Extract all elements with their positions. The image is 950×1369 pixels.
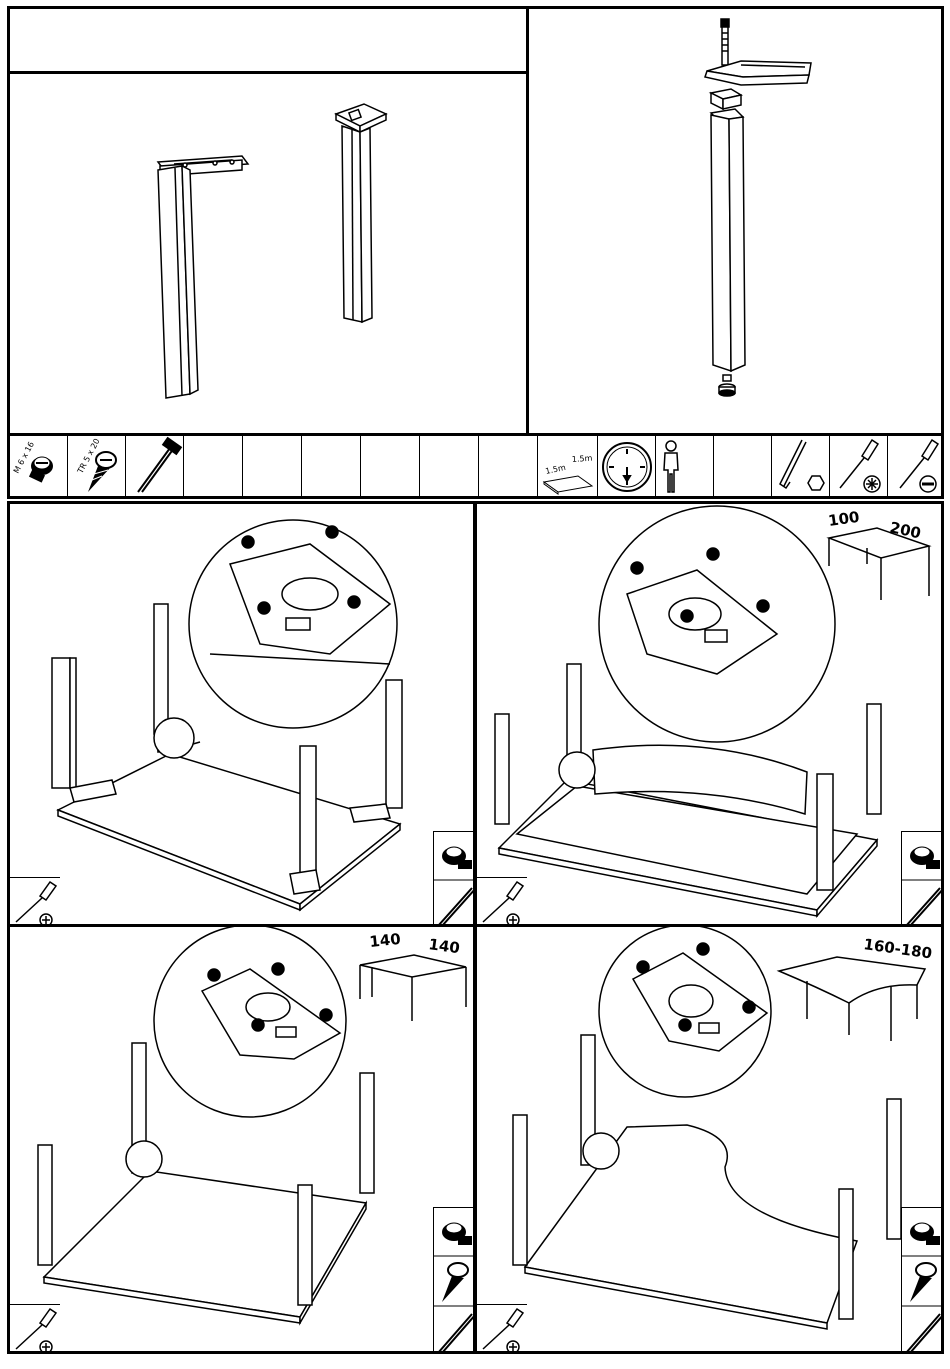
dim-square-a: 140 (369, 930, 402, 951)
screwdriver-icon (16, 882, 56, 926)
step-rectangular-desk-b: 100 200 (474, 501, 944, 927)
screwdriver-icon (483, 882, 523, 926)
step-a-illustration (10, 504, 476, 927)
bolt-icon (442, 847, 472, 869)
step-square-desk: 140 140 (7, 924, 476, 1354)
dim-width: 100 (827, 508, 861, 530)
step-c-illustration: 140 140 (10, 927, 476, 1354)
wood-screw-icon (442, 1263, 468, 1302)
hardware-corner-d (901, 1207, 944, 1354)
leg-with-bracket (158, 156, 248, 398)
bolt-icon (910, 847, 940, 869)
leg-with-plate (336, 104, 386, 322)
space-dim-b: 1.5m (572, 454, 593, 464)
hammer-icon (438, 888, 476, 926)
step-b-illustration: 100 200 (477, 504, 944, 927)
screwdriver-icon (483, 1309, 523, 1353)
hammer-icon (906, 888, 944, 926)
screwdriver-icon (16, 1309, 56, 1353)
step-curved-desk: 160-180 (474, 924, 944, 1354)
clock-icon (603, 443, 651, 491)
empty-cell-4 (361, 436, 420, 496)
bolt-m6-icon (29, 457, 53, 483)
flat-driver-cell (888, 436, 941, 496)
bolt-icon (910, 1223, 940, 1245)
hardware-corner-c (433, 1207, 476, 1354)
persons-cell (656, 436, 714, 496)
person-icon (664, 441, 678, 492)
step-rectangular-desk-a (7, 501, 476, 927)
tool-corner-a (10, 877, 60, 927)
space-cell: 1.5m 1.5m (538, 436, 598, 496)
phillips-cell (830, 436, 888, 496)
empty-cell-1 (184, 436, 243, 496)
allen-key-icon (780, 440, 824, 490)
space-dim-a: 1.5m (545, 463, 567, 476)
tool-corner-b (477, 877, 527, 927)
empty-cell-6 (479, 436, 538, 496)
hardware-corner-a (433, 831, 476, 927)
title-panel (7, 6, 529, 74)
bolt-icon (442, 1223, 472, 1245)
step-legs-overview (7, 71, 529, 436)
step-d-illustration: 160-180 (477, 927, 944, 1354)
floor-space-icon (544, 476, 592, 494)
legs-overview-illustration (10, 74, 529, 436)
allen-key-cell (772, 436, 830, 496)
hammer-icon (138, 438, 181, 492)
empty-cell-7 (714, 436, 772, 496)
hardware-cell-tr5: TR 5 x 20 (68, 436, 126, 496)
tools-strip: M 6 x 16 TR 5 x 20 (7, 433, 944, 499)
tool-corner-d (477, 1304, 527, 1354)
wood-screw-icon (910, 1263, 936, 1302)
hardware-corner-b (901, 831, 944, 927)
hammer-icon (438, 1314, 476, 1353)
leg-exploded-illustration (529, 9, 944, 436)
tool-corner-c (10, 1304, 60, 1354)
dim-square-b: 140 (427, 935, 461, 957)
empty-cell-3 (302, 436, 361, 496)
phillips-screwdriver-icon (840, 440, 880, 492)
empty-cell-5 (420, 436, 479, 496)
flat-screwdriver-icon (900, 440, 938, 492)
dim-curved: 160-180 (862, 935, 933, 962)
empty-cell-2 (243, 436, 302, 496)
step-leg-exploded (526, 6, 944, 436)
time-cell (598, 436, 656, 496)
hardware-cell-m6: M 6 x 16 (10, 436, 68, 496)
hammer-cell (126, 436, 184, 496)
hammer-icon (906, 1314, 944, 1353)
